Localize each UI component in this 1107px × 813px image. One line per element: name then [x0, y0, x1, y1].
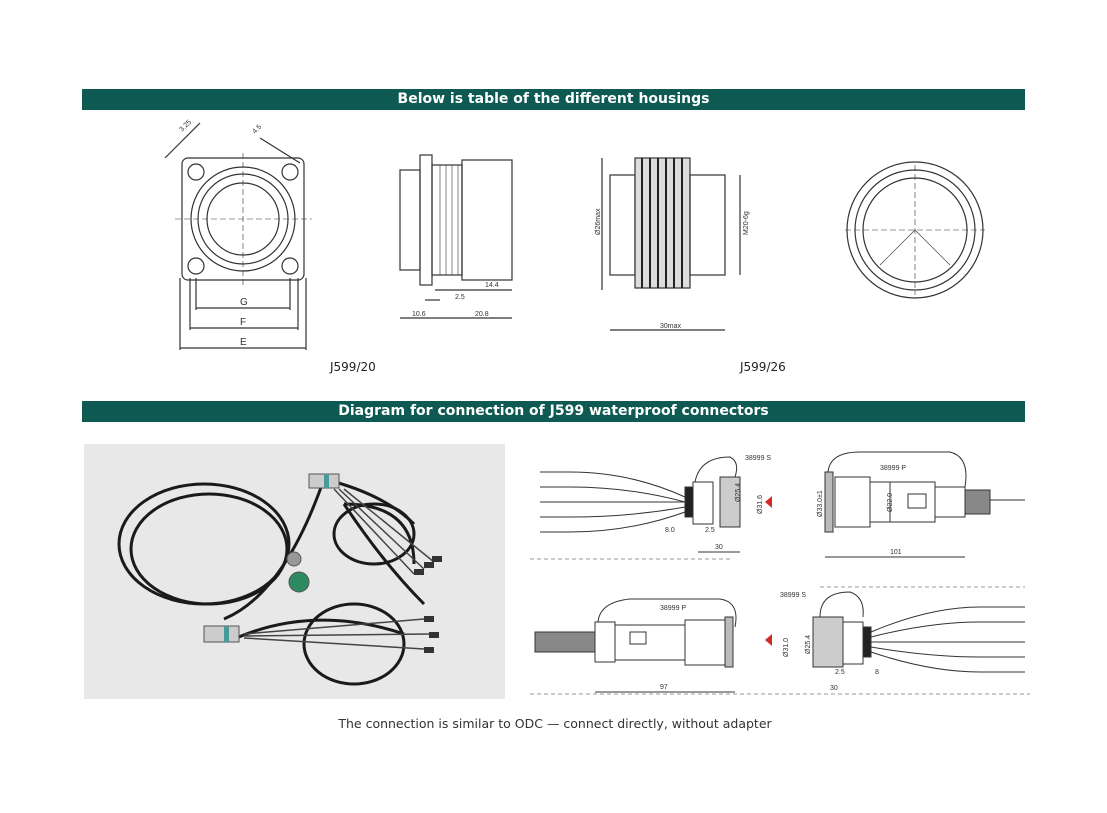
dim-4-5: 4.5 [251, 124, 263, 136]
tl-d2: Ø31.6 [757, 495, 764, 514]
tr-d2: Ø22.0 [887, 493, 894, 512]
br-l2: 8 [875, 669, 879, 676]
connection-diagrams: 38999 S Ø25.4 Ø31.6 8.0 2.5 30 38999 P Ø… [530, 451, 1030, 695]
br-part: 38999 S [780, 592, 806, 599]
tl-l2: 2.5 [705, 527, 715, 534]
tl-part: 38999 S [745, 455, 771, 462]
label-j599-26: J599/26 [740, 360, 786, 374]
diagram-top-left [530, 456, 741, 560]
bl-len: 97 [660, 684, 668, 691]
br-d2: Ø25.4 [805, 635, 812, 654]
dim-e: E [240, 337, 247, 348]
br-d1: Ø31.0 [783, 638, 790, 657]
dim-2-5: 2.5 [455, 294, 465, 301]
tl-l3: 30 [715, 544, 723, 551]
diagram-top-right [824, 451, 1025, 558]
section-header-housings: Below is table of the different housings [82, 89, 1025, 110]
caption: The connection is similar to ODC — conne… [338, 716, 772, 731]
bl-part: 38999 P [660, 605, 686, 612]
housing-front-view-drawing: G F E 3.25 4.5 [164, 119, 312, 350]
tr-part: 38999 P [880, 465, 906, 472]
diagram-bottom-right [812, 586, 1025, 673]
dim-g: G [240, 297, 248, 308]
tr-d1: Ø33.0±1 [817, 490, 824, 517]
dim-thread: M20-6g [743, 211, 750, 235]
br-l1: 2.5 [835, 669, 845, 676]
dim-26max: Ø26max [595, 208, 602, 235]
dim-14-4: 14.4 [485, 282, 499, 289]
dim-20-8: 20.8 [475, 311, 489, 318]
label-j599-20: J599/20 [330, 360, 376, 374]
plug-end-view-drawing [845, 161, 985, 299]
dim-f: F [240, 317, 246, 328]
tl-d1: Ø25.4 [735, 483, 742, 502]
br-l3: 30 [830, 685, 838, 692]
housing-side-view-drawing: 14.4 2.5 10.6 20.8 [399, 154, 513, 319]
tr-len: 101 [890, 549, 902, 556]
dim-30max: 30max [660, 323, 682, 330]
plug-side-view-drawing: 30max Ø26max M20-6g [595, 157, 750, 331]
tl-l1: 8.0 [665, 527, 675, 534]
dim-3-25: 3.25 [178, 119, 193, 134]
cable-assembly-photo [84, 444, 505, 699]
section-header-diagram: Diagram for connection of J599 waterproo… [82, 401, 1025, 422]
dim-10-6: 10.6 [412, 311, 426, 318]
diagram-bottom-left [530, 598, 1030, 695]
